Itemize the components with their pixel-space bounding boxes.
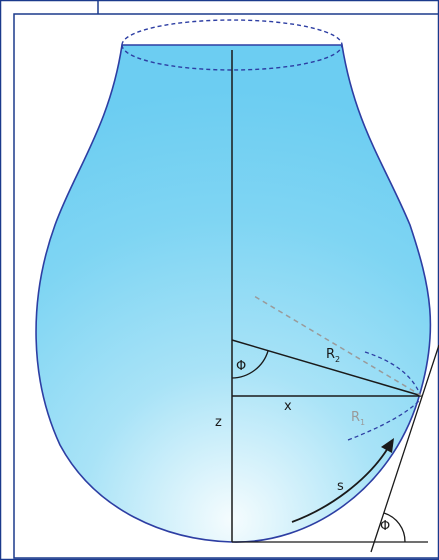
center-angle-arc xyxy=(231,350,269,379)
r2-label-main: R xyxy=(326,347,335,362)
r2-label-sub: 2 xyxy=(335,355,340,364)
r1-label-sub: 1 xyxy=(360,418,365,427)
z-label: z xyxy=(215,415,222,430)
top-ellipse-front xyxy=(121,44,343,71)
curvature-arc-lower xyxy=(347,399,421,441)
r1-label: R1 xyxy=(351,410,365,427)
r1-label-main: R xyxy=(351,410,360,425)
s-arc-arrow xyxy=(291,447,389,523)
frame-inner-border xyxy=(13,13,439,559)
phi-tangent-label: Φ xyxy=(380,519,390,534)
phi-center-label: Φ xyxy=(236,359,246,374)
s-arrowhead xyxy=(381,438,394,453)
top-ellipse-back xyxy=(121,19,343,46)
r2-label: R2 xyxy=(326,347,340,364)
x-label: x xyxy=(284,399,292,414)
drop-shape xyxy=(35,44,432,543)
r2-line xyxy=(231,339,423,397)
s-label: s xyxy=(337,479,344,494)
tangent-angle-arc xyxy=(383,512,406,543)
tangent-line xyxy=(370,344,439,553)
curvature-arc-upper xyxy=(364,351,419,391)
